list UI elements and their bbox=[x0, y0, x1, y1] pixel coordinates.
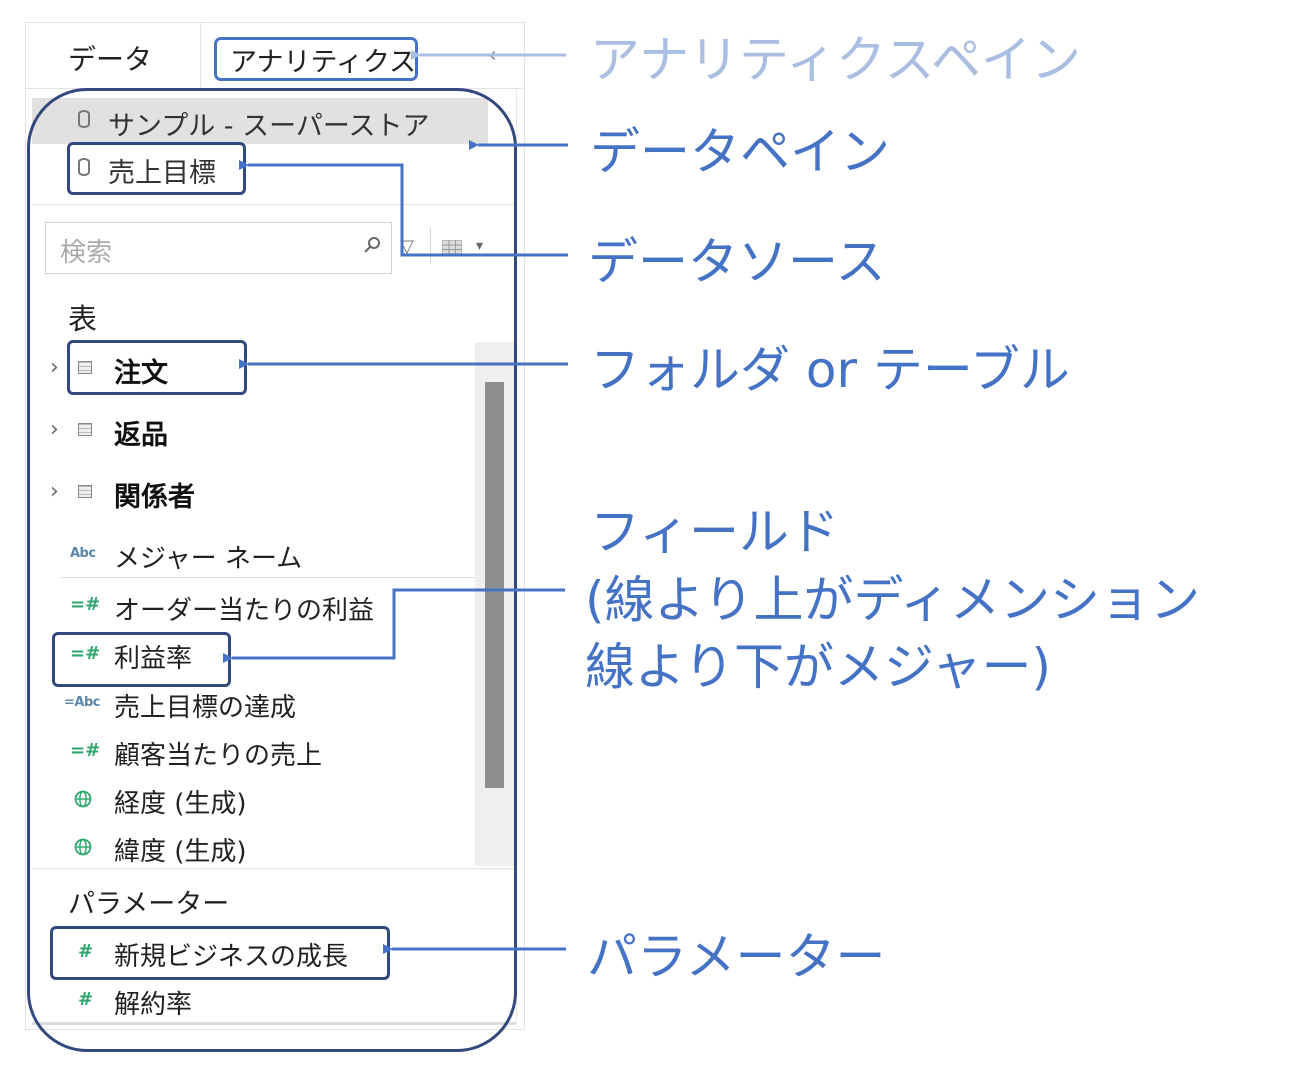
search-input[interactable] bbox=[45, 222, 392, 274]
expand-chevron-icon[interactable]: › bbox=[50, 479, 59, 504]
abc-icon: Abc bbox=[70, 546, 96, 561]
scrollbar-thumb[interactable] bbox=[485, 382, 504, 788]
globe-icon bbox=[74, 838, 92, 856]
table-item-people[interactable]: 関係者 bbox=[114, 482, 195, 513]
annotation-parameter: パラメーター bbox=[587, 928, 886, 986]
table-item-orders[interactable]: 注文 bbox=[114, 358, 168, 389]
field-latitude-generated[interactable]: 緯度 (生成) bbox=[114, 837, 247, 867]
table-item-returns[interactable]: 返品 bbox=[114, 420, 168, 451]
annotation-field-title: フィールド bbox=[590, 503, 839, 561]
field-measure-names[interactable]: メジャー ネーム bbox=[114, 544, 303, 574]
tab-data[interactable]: データ bbox=[68, 43, 153, 76]
annotation-field-measure-note: 線より下がメジャー) bbox=[585, 638, 1052, 696]
field-longitude-generated[interactable]: 経度 (生成) bbox=[114, 789, 247, 819]
calculated-abc-icon: =Abc bbox=[64, 695, 100, 710]
table-icon bbox=[78, 361, 92, 374]
annotation-data-source: データソース bbox=[588, 233, 886, 291]
field-profit-per-order[interactable]: オーダー当たりの利益 bbox=[114, 596, 375, 626]
parameter-icon: # bbox=[78, 941, 94, 962]
database-icon bbox=[78, 158, 90, 176]
divider bbox=[32, 868, 516, 869]
data-source-superstore[interactable]: サンプル - スーパーストア bbox=[108, 111, 430, 142]
search-placeholder: 検索 bbox=[60, 238, 113, 268]
data-source-sales-target[interactable]: 売上目標 bbox=[108, 158, 216, 189]
search-icon[interactable] bbox=[362, 235, 382, 255]
globe-icon bbox=[74, 790, 92, 808]
annotation-data-pane: データペイン bbox=[590, 123, 890, 181]
parameter-churn-rate[interactable]: 解約率 bbox=[114, 990, 193, 1020]
annotation-analytics-pane: アナリティクスペイン bbox=[590, 31, 1081, 89]
table-icon bbox=[78, 423, 92, 436]
data-source-row-selected[interactable] bbox=[32, 98, 488, 144]
tab-divider bbox=[200, 22, 201, 88]
toolbar-separator bbox=[430, 228, 431, 264]
section-heading-parameters: パラメーター bbox=[68, 889, 230, 920]
calculated-measure-icon: =# bbox=[70, 594, 101, 615]
section-heading-tables: 表 bbox=[68, 302, 98, 336]
arrow-field bbox=[223, 588, 565, 663]
arrow-data-source bbox=[239, 160, 568, 257]
calculated-measure-icon: =# bbox=[70, 740, 101, 761]
dropdown-arrow-icon[interactable]: ▾ bbox=[476, 238, 484, 254]
grid-icon[interactable] bbox=[442, 240, 462, 254]
calculated-measure-icon: =# bbox=[70, 643, 101, 664]
dimension-measure-divider bbox=[60, 577, 475, 578]
field-profit-ratio[interactable]: 利益率 bbox=[114, 644, 193, 674]
table-icon bbox=[78, 485, 92, 498]
data-pane-outline bbox=[27, 88, 517, 1052]
annotation-field-dimension-note: (線より上がディメンション bbox=[585, 571, 1201, 629]
expand-chevron-icon[interactable]: › bbox=[50, 355, 59, 380]
data-pane bbox=[25, 22, 525, 1030]
tab-analytics-highlight bbox=[214, 37, 418, 81]
expand-chevron-icon[interactable]: › bbox=[50, 417, 59, 442]
annotation-folder-or-table: フォルダ or テーブル bbox=[590, 341, 1070, 399]
pane-bottom-border bbox=[32, 1022, 516, 1025]
field-sales-target-achievement[interactable]: 売上目標の達成 bbox=[114, 693, 297, 723]
divider bbox=[32, 204, 516, 205]
tab-analytics[interactable]: アナリティクス bbox=[230, 47, 417, 78]
parameter-new-business-growth[interactable]: 新規ビジネスの成長 bbox=[114, 942, 349, 972]
field-sales-per-customer[interactable]: 顧客当たりの売上 bbox=[114, 741, 323, 771]
